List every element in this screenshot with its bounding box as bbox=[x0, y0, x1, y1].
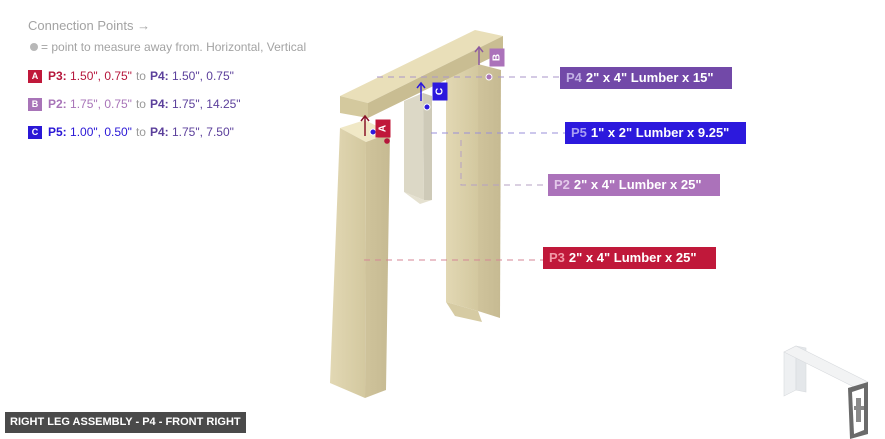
to-label: to bbox=[135, 69, 146, 83]
from-values: 1.50", 0.75" bbox=[70, 69, 132, 83]
connection-tag-c: C bbox=[432, 82, 448, 101]
legend-title: Connection Points → bbox=[28, 18, 151, 33]
to-values: 1.75", 7.50" bbox=[171, 125, 234, 139]
connection-badge-a: A bbox=[28, 69, 42, 83]
part-p3-leg[interactable] bbox=[330, 120, 390, 398]
part-label: 1" x 2" Lumber x 9.25" bbox=[590, 125, 730, 140]
connection-markers bbox=[360, 45, 493, 144]
connection-badge-c: C bbox=[28, 125, 42, 139]
part-id: P2 bbox=[554, 177, 570, 192]
to-label: to bbox=[135, 97, 146, 111]
to-part: P4: bbox=[149, 69, 169, 83]
from-part: P5: bbox=[48, 125, 67, 139]
to-values: 1.75", 14.25" bbox=[171, 97, 241, 111]
from-part: P3: bbox=[48, 69, 67, 83]
measure-point-dot-icon bbox=[485, 73, 493, 81]
connection-row-b: B P2: 1.75", 0.75" to P4: 1.75", 14.25" bbox=[28, 97, 241, 111]
to-part: P4: bbox=[149, 125, 169, 139]
leader-lines bbox=[364, 76, 565, 261]
part-p5-stretcher[interactable] bbox=[404, 93, 432, 204]
measure-point-dot-icon bbox=[30, 43, 38, 51]
view-caption: RIGHT LEG ASSEMBLY - P4 - FRONT RIGHT bbox=[5, 412, 246, 433]
connection-badge-b: B bbox=[28, 97, 42, 111]
assembly-thumbnail-icon[interactable] bbox=[783, 345, 869, 439]
from-values: 1.75", 0.75" bbox=[70, 97, 132, 111]
to-values: 1.50", 0.75" bbox=[171, 69, 234, 83]
part-id: P5 bbox=[571, 125, 587, 140]
connection-tag-b: B bbox=[489, 48, 505, 67]
from-part: P2: bbox=[48, 97, 67, 111]
part-id: P3 bbox=[549, 250, 565, 265]
part-id: P4 bbox=[566, 70, 582, 85]
connection-tag-a: A bbox=[375, 119, 391, 138]
measure-point-dot-icon bbox=[423, 103, 431, 111]
part-p2-leg[interactable] bbox=[446, 64, 501, 322]
part-label: 2" x 4" Lumber x 25" bbox=[568, 250, 697, 265]
part-label: 2" x 4" Lumber x 15" bbox=[585, 70, 714, 85]
part-label: 2" x 4" Lumber x 25" bbox=[573, 177, 702, 192]
to-label: to bbox=[135, 125, 146, 139]
from-values: 1.00", 0.50" bbox=[70, 125, 132, 139]
legend-note-text: = point to measure away from. Horizontal… bbox=[41, 40, 307, 54]
connection-row-a: A P3: 1.50", 0.75" to P4: 1.50", 0.75" bbox=[28, 69, 234, 83]
to-part: P4: bbox=[149, 97, 169, 111]
measure-point-dot-icon bbox=[384, 138, 390, 144]
connection-row-c: C P5: 1.00", 0.50" to P4: 1.75", 7.50" bbox=[28, 125, 234, 139]
legend-note: = point to measure away from. Horizontal… bbox=[30, 40, 306, 54]
